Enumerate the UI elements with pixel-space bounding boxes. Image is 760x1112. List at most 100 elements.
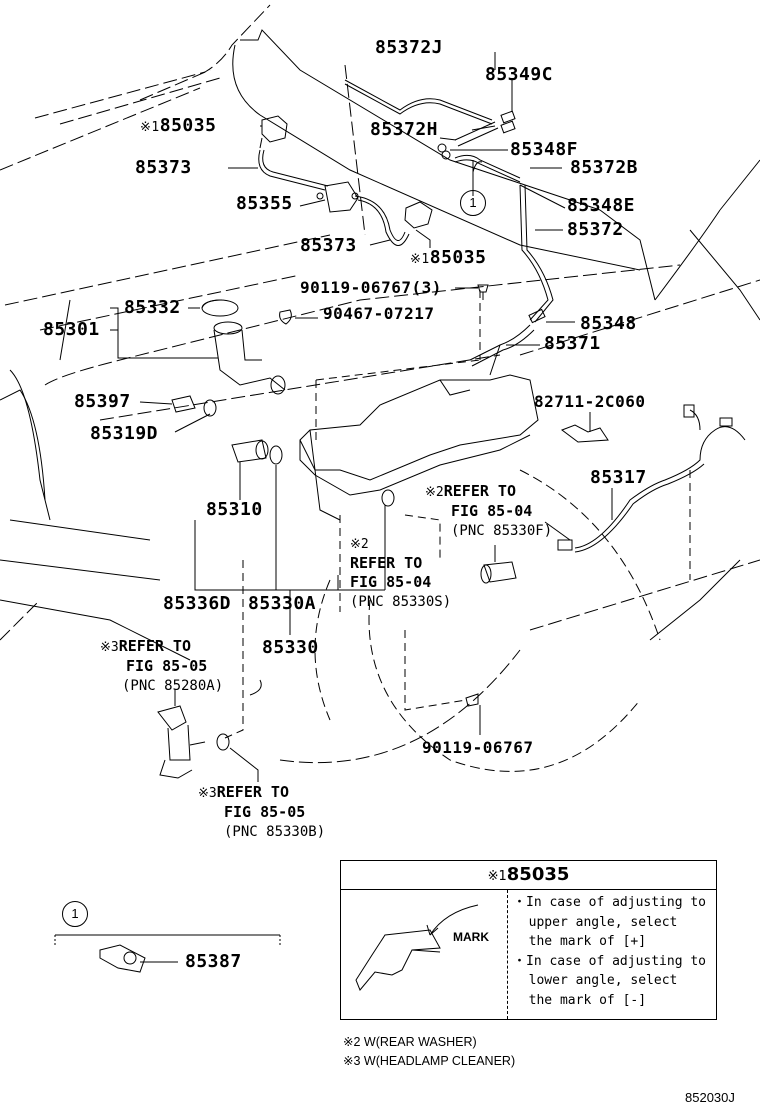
- refer-line2: FIG 85-05: [224, 803, 306, 821]
- hose-85372H: [454, 121, 499, 147]
- refer-line1: REFER TO: [216, 783, 289, 801]
- callout-85387[interactable]: 85387: [185, 951, 242, 972]
- note-mark-2: ※2: [425, 485, 444, 500]
- grommet-85319D: [203, 399, 217, 417]
- bolt-90119-top: [477, 284, 489, 300]
- callout-85317[interactable]: 85317: [590, 467, 647, 488]
- hood-edge: [232, 29, 760, 641]
- legend-rear-washer: ※2 W(REAR WASHER): [343, 1033, 477, 1051]
- callout-85035-mid[interactable]: ※185035: [410, 248, 486, 270]
- detail-box-85035: ※185035 MARK ・In case of adjusting to up…: [340, 860, 717, 1020]
- pump-85330F: [480, 561, 517, 584]
- refer-pnc: (PNC 85330S): [350, 594, 452, 610]
- bracket-85387: [54, 934, 281, 973]
- callout-85330[interactable]: 85330: [262, 637, 319, 658]
- refer-85330B[interactable]: ※3REFER TO FIG 85-05 (PNC 85330B): [198, 783, 325, 842]
- callout-82711-2C060[interactable]: 82711-2C060: [534, 392, 646, 411]
- pump-85280A: [157, 705, 206, 779]
- filler-neck-85301: [213, 321, 286, 395]
- ref-circle-1[interactable]: 1: [460, 190, 486, 216]
- pump-85310: [231, 439, 269, 463]
- nozzle-85035-top: [259, 115, 288, 149]
- nozzle-85035-mid: [404, 201, 433, 229]
- callout-85348[interactable]: 85348: [580, 313, 637, 334]
- grommet-90467: [279, 309, 292, 325]
- hose-85373-top: [258, 149, 329, 191]
- callout-85310[interactable]: 85310: [206, 499, 263, 520]
- cap-85332: [201, 299, 239, 317]
- legend-mark: ※2: [343, 1035, 361, 1049]
- hose-85372J: [344, 79, 493, 125]
- refer-pnc: (PNC 85280A): [122, 678, 224, 694]
- callout-85330A[interactable]: 85330A: [248, 593, 317, 614]
- hose-85372: [519, 184, 554, 323]
- washer-tank: [299, 344, 539, 521]
- callout-85372H[interactable]: 85372H: [370, 119, 439, 140]
- joint-85349C: [500, 110, 516, 134]
- callout-85319D[interactable]: 85319D: [90, 423, 159, 444]
- instruction-line: ・In case of adjusting to: [513, 895, 707, 910]
- clip-82711: [560, 424, 609, 443]
- detail-box-header: ※185035: [341, 861, 716, 890]
- ref-circle-1-detail: 1: [62, 901, 88, 927]
- callout-85373-mid[interactable]: 85373: [300, 235, 357, 256]
- callout-85348F[interactable]: 85348F: [510, 139, 579, 160]
- legend-mark: ※3: [343, 1054, 361, 1068]
- refer-85330F[interactable]: ※2REFER TO FIG 85-04 (PNC 85330F): [425, 482, 552, 541]
- legend-text: W(REAR WASHER): [363, 1035, 477, 1049]
- hose-85373-mid: [354, 195, 410, 246]
- callout-90119-06767-3[interactable]: 90119-06767(3): [300, 278, 442, 297]
- callout-85372J[interactable]: 85372J: [375, 37, 444, 58]
- callout-85372[interactable]: 85372: [567, 219, 624, 240]
- refer-pnc: (PNC 85330B): [224, 824, 326, 840]
- note-mark-1: ※1: [487, 869, 507, 884]
- part-number: 85035: [429, 247, 487, 268]
- nozzle-85035-detail: [355, 904, 479, 991]
- callout-85355[interactable]: 85355: [236, 193, 293, 214]
- refer-85280A[interactable]: ※3REFER TO FIG 85-05 (PNC 85280A): [100, 637, 223, 696]
- note-mark-1: ※1: [410, 252, 430, 267]
- refer-line1: REFER TO: [443, 482, 516, 500]
- callout-90467-07217[interactable]: 90467-07217: [323, 304, 435, 323]
- legend-headlamp-cleaner: ※3 W(HEADLAMP CLEANER): [343, 1052, 515, 1070]
- instruction-line: ・In case of adjusting to: [513, 953, 707, 969]
- assembly-dashed-leaders: [224, 290, 691, 739]
- callout-85332[interactable]: 85332: [124, 297, 181, 318]
- callout-90119-06767[interactable]: 90119-06767: [422, 738, 534, 757]
- refer-line2: FIG 85-04: [451, 502, 533, 520]
- callout-85035-top[interactable]: ※185035: [140, 116, 216, 138]
- callout-85373-top[interactable]: 85373: [135, 157, 192, 178]
- note-mark-2: ※2: [350, 537, 369, 552]
- bumper-outline: [0, 299, 191, 661]
- instruction-line: the mark of [+]: [513, 934, 647, 949]
- joint-85348: [528, 308, 546, 324]
- bolt-90119: [465, 693, 479, 707]
- instruction-line: lower angle, select: [513, 973, 678, 988]
- note-mark-3: ※3: [198, 786, 217, 801]
- callout-85336D[interactable]: 85336D: [163, 593, 232, 614]
- note-mark-1: ※1: [140, 120, 160, 135]
- grommet-85330A: [269, 445, 283, 465]
- wheel-arch: [314, 469, 661, 772]
- callout-85301[interactable]: 85301: [43, 319, 100, 340]
- callout-85372B[interactable]: 85372B: [570, 157, 639, 178]
- wiring-85317: [557, 404, 746, 553]
- refer-line1: REFER TO: [350, 554, 423, 572]
- valve-85355: [316, 181, 359, 213]
- figure-id: 852030J: [685, 1090, 735, 1105]
- note-mark-3: ※3: [100, 640, 119, 655]
- detail-box-instructions: ・In case of adjusting to upper angle, se…: [513, 893, 706, 1010]
- part-number: 85035: [159, 115, 217, 136]
- hose-85371: [469, 324, 535, 367]
- refer-pnc: (PNC 85330F): [451, 523, 553, 539]
- joint-85348F: [437, 143, 451, 160]
- callout-85348E[interactable]: 85348E: [567, 195, 636, 216]
- callout-85397[interactable]: 85397: [74, 391, 131, 412]
- callout-85349C[interactable]: 85349C: [485, 64, 554, 85]
- detail-box-illustration: MARK: [341, 890, 508, 1019]
- callout-85371[interactable]: 85371: [544, 333, 601, 354]
- refer-85330S[interactable]: ※2 REFER TO FIG 85-04 (PNC 85330S): [350, 534, 451, 612]
- instruction-line: the mark of [-]: [513, 992, 647, 1008]
- instruction-line: upper angle, select: [513, 914, 678, 930]
